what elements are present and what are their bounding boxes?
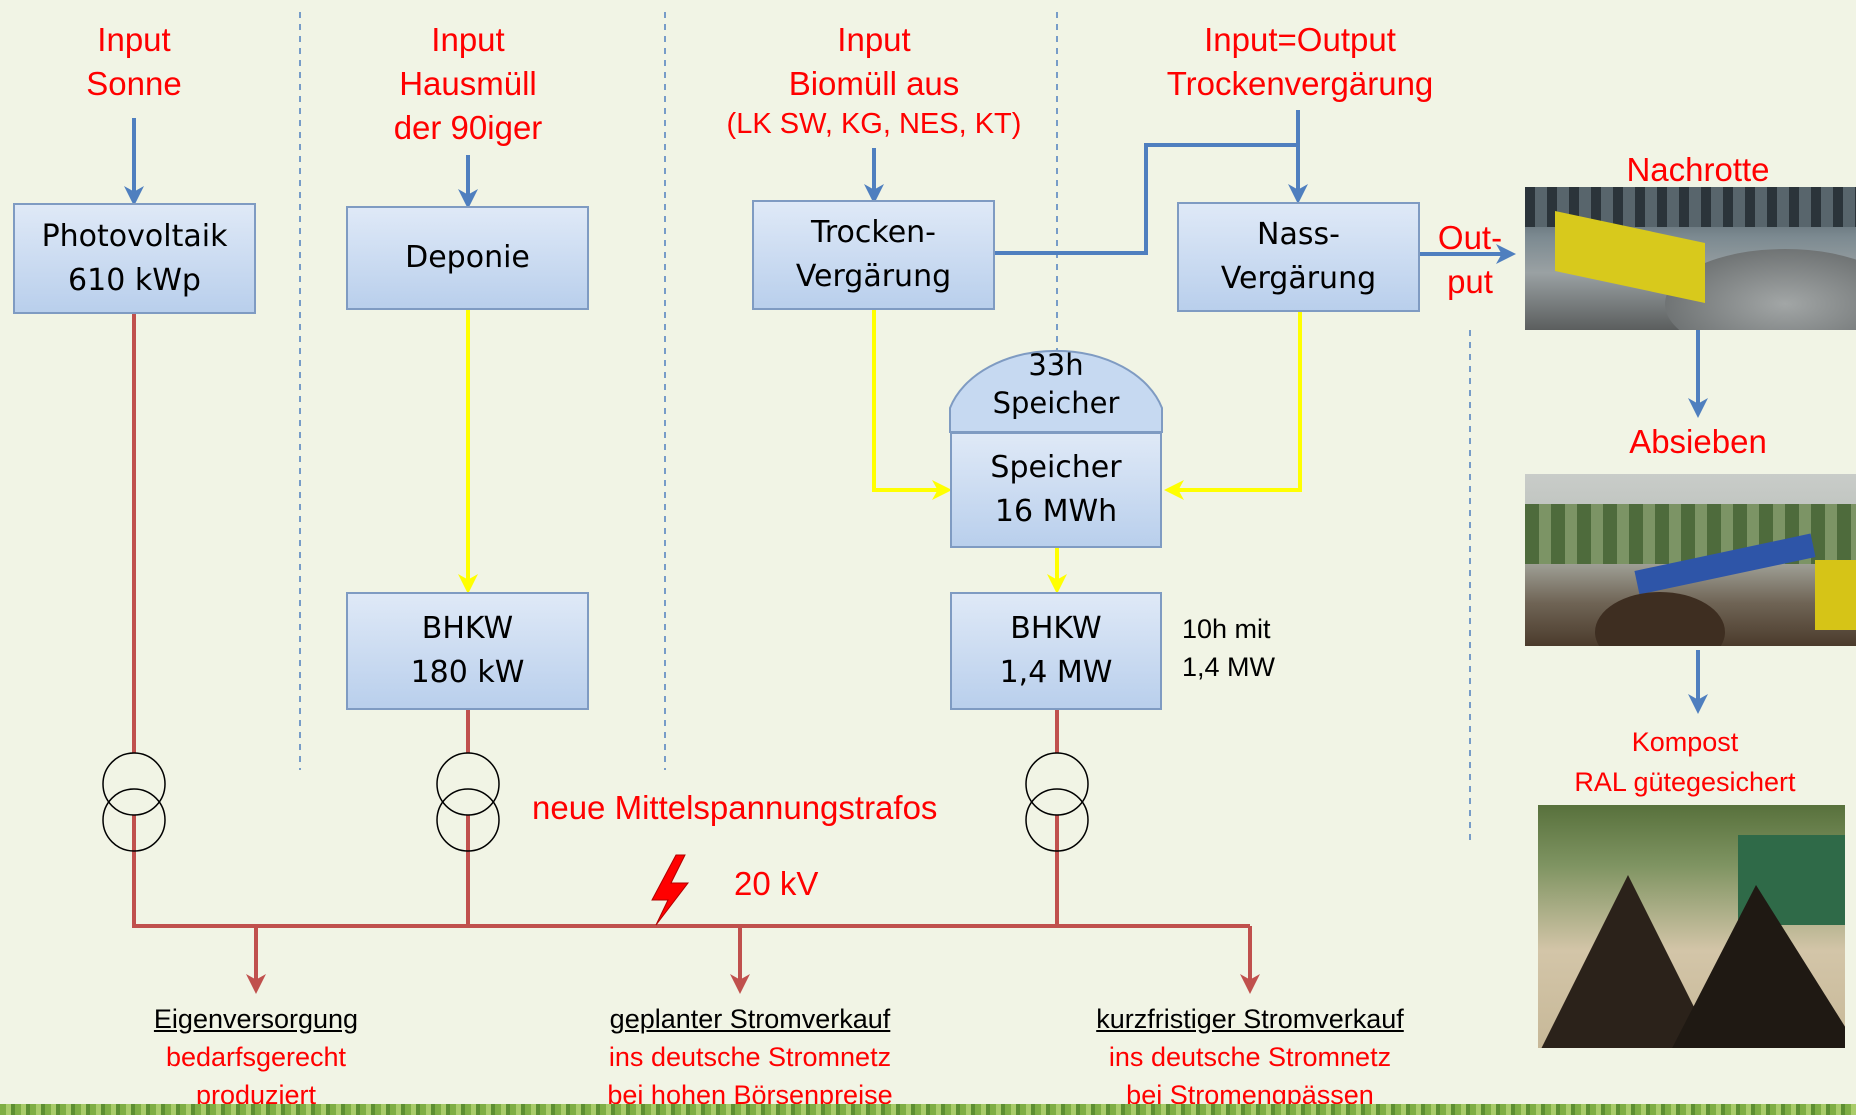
- transformer-1: [102, 752, 166, 852]
- input-io-line2: Trockenvergärung: [1166, 65, 1434, 102]
- output-geplant-title: geplanter Stromverkauf: [609, 1004, 891, 1034]
- box-bhkw2-line1: BHKW: [1010, 611, 1102, 646]
- output-geplanter-stromverkauf: geplanter Stromverkauf ins deutsche Stro…: [560, 1000, 940, 1114]
- gas-nass-to-speicher: [1164, 310, 1302, 500]
- input-biomuell-districts: (LK SW, KG, NES, KT): [726, 108, 1022, 140]
- output-label-line1: Out-: [1437, 219, 1503, 256]
- storage-dome-shape: [949, 349, 1163, 433]
- input-sonne: Input Sonne: [54, 18, 214, 106]
- output-label-line2: put: [1447, 263, 1493, 300]
- box-deponie: Deponie: [346, 206, 589, 310]
- output-label: Out- put: [1420, 216, 1520, 304]
- speicher-dome-label: 33h Speicher: [950, 346, 1162, 422]
- box-nass-line1: Nass-: [1257, 217, 1340, 252]
- input-sonne-line2: Sonne: [86, 65, 182, 102]
- input-biomuell: Input Biomüll aus (LK SW, KG, NES, KT): [700, 18, 1048, 142]
- output-kurzfristig-line1: ins deutsche Stromnetz: [1108, 1042, 1392, 1072]
- dome-label-line2: Speicher: [992, 386, 1120, 420]
- box-speicher-line1: Speicher: [990, 450, 1122, 485]
- label-kompost-line2: RAL gütegesichert: [1574, 767, 1796, 797]
- label-absieben: Absieben: [1629, 423, 1767, 460]
- bhkw2-note: 10h mit 1,4 MW: [1182, 610, 1275, 686]
- box-bhkw-180: BHKW 180 kW: [346, 592, 589, 710]
- output-kurzfristig-title: kurzfristiger Stromverkauf: [1096, 1004, 1404, 1034]
- input-hausmuell-line1: Input: [431, 21, 505, 58]
- output-eigenversorgung: Eigenversorgung bedarfsgerecht produzier…: [96, 1000, 416, 1114]
- input-sonne-line1: Input: [97, 21, 171, 58]
- screened-pile: [1595, 592, 1725, 646]
- output-kurzfristiger-stromverkauf: kurzfristiger Stromverkauf ins deutsche …: [1060, 1000, 1440, 1114]
- dome-label-line1: 33h: [1028, 348, 1084, 382]
- bhkw2-note-line1: 10h mit: [1182, 614, 1271, 644]
- label-kompost-line1: Kompost: [1631, 727, 1739, 757]
- voltage-label: 20 kV: [734, 865, 819, 902]
- box-bhkw1-line1: BHKW: [421, 611, 514, 646]
- label-nachrotte: Nachrotte: [1626, 151, 1770, 188]
- input-io: Input=Output Trockenvergärung: [1130, 18, 1470, 106]
- bhkw2-note-line2: 1,4 MW: [1182, 652, 1276, 682]
- label-kompost: Kompost RAL gütegesichert: [1530, 722, 1840, 802]
- grass-strip: [0, 1104, 1856, 1115]
- wheel-loader: [1815, 560, 1856, 630]
- box-photovoltaik: Photovoltaik 610 kWp: [13, 203, 256, 314]
- input-io-line1: Input=Output: [1204, 21, 1396, 58]
- box-deponie-label: Deponie: [405, 240, 530, 275]
- separator-lines: [299, 12, 1471, 840]
- input-hausmuell-line2: Hausmüll: [399, 65, 537, 102]
- transformer-3: [1025, 752, 1089, 852]
- output-geplant-line1: ins deutsche Stromnetz: [608, 1042, 892, 1072]
- input-hausmuell: Input Hausmüll der 90iger: [358, 18, 578, 150]
- gas-trocken-to-speicher: [872, 310, 952, 500]
- mittelspannung-label: neue Mittelspannungstrafos: [532, 789, 938, 826]
- box-bhkw1-line2: 180 kW: [410, 655, 525, 690]
- box-trocken-line1: Trocken-: [810, 215, 937, 250]
- photo-absieben: [1525, 474, 1856, 646]
- box-nass-line2: Vergärung: [1220, 261, 1377, 296]
- box-speicher-line2: 16 MWh: [994, 494, 1118, 529]
- box-nass-vergaerung: Nass- Vergärung: [1177, 202, 1420, 312]
- link-trocken-to-nass: [995, 143, 1298, 255]
- box-photovoltaik-line1: Photovoltaik: [41, 218, 228, 254]
- power-bus: [132, 762, 1250, 928]
- box-bhkw-1-4: BHKW 1,4 MW: [950, 592, 1162, 710]
- box-trocken-vergaerung: Trocken- Vergärung: [752, 200, 995, 310]
- output-eigenversorgung-line1: bedarfsgerecht: [165, 1042, 347, 1072]
- transformer-2: [436, 752, 500, 852]
- box-bhkw2-line2: 1,4 MW: [999, 655, 1113, 690]
- output-eigenversorgung-title: Eigenversorgung: [153, 1004, 359, 1034]
- photo-nachrotte: [1525, 187, 1856, 330]
- lightning-bolt-icon: [651, 854, 690, 926]
- box-photovoltaik-line2: 610 kWp: [68, 262, 201, 298]
- input-hausmuell-line3: der 90iger: [393, 109, 543, 146]
- box-trocken-line2: Vergärung: [795, 259, 952, 294]
- input-biomuell-line1: Input: [837, 21, 911, 58]
- input-biomuell-line2: Biomüll aus: [788, 65, 960, 102]
- photo-kompost: [1538, 805, 1845, 1048]
- box-speicher: Speicher 16 MWh: [950, 432, 1162, 548]
